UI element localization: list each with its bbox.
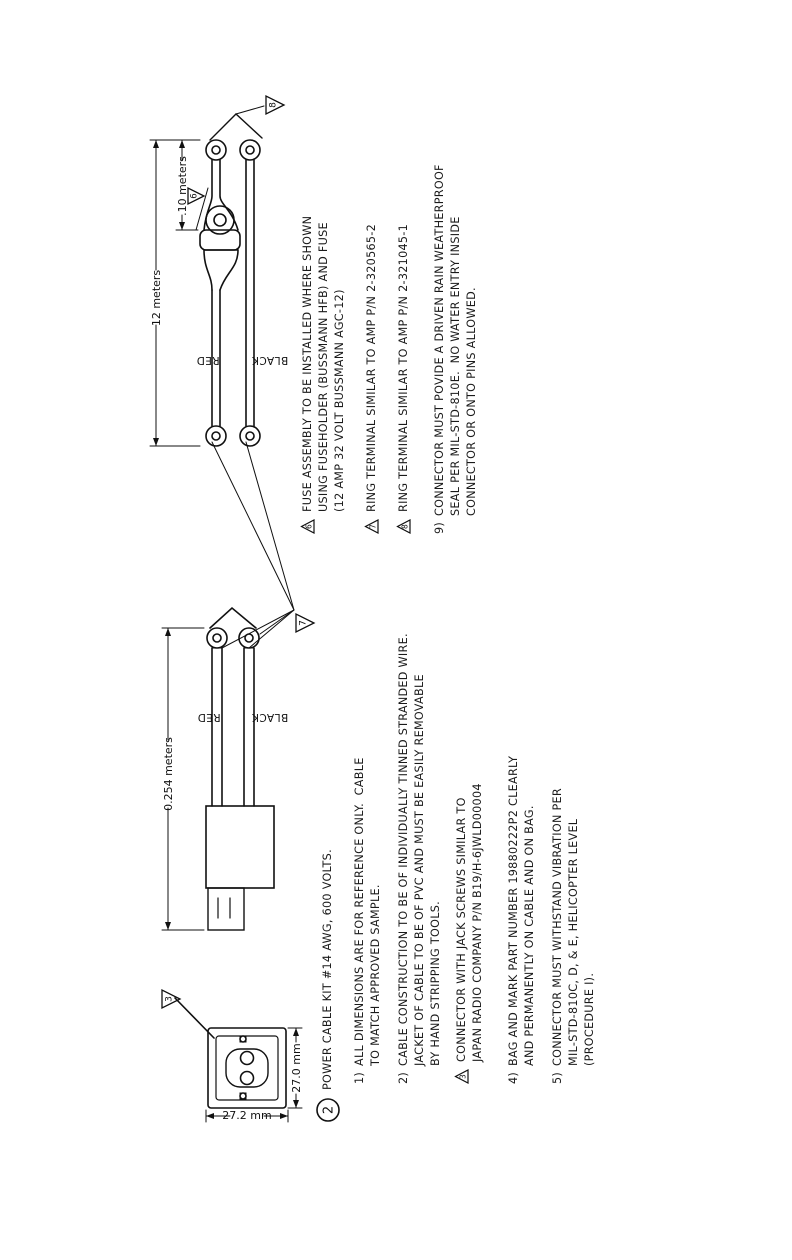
note-number: 9) [433, 521, 446, 534]
note-flag-3-icon: 3 [454, 1069, 469, 1084]
note-line: TO MATCH APPROVED SAMPLE. [369, 884, 382, 1066]
dimension-connector-width: 27.0 mm [287, 1027, 303, 1109]
fuse-holder [199, 159, 241, 291]
note-flag-7-icon: 7 [364, 519, 379, 534]
flag-7-label: 7 [299, 620, 309, 626]
dimension-fuse-offset: .10 meters [175, 139, 209, 231]
note-flag-6-icon: 6 [300, 519, 315, 534]
fuse-offset-label: .10 meters [176, 156, 189, 216]
flag-8-icon: 8 [265, 94, 286, 116]
note-line: JAPAN RADIO COMPANY P/N B19/H-6JWLD00004 [471, 783, 484, 1062]
note-line: BY HAND STRIPPING TOOLS. [429, 901, 442, 1066]
note-line: CONNECTOR WITH JACK SCREWS SIMILAR TO [455, 797, 468, 1062]
connector-face-view [174, 997, 287, 1109]
callout-number: 2 [322, 1106, 337, 1114]
flag-3-icon: 3 [161, 988, 182, 1010]
short-lead-black-label: BLACK [251, 711, 288, 723]
note-line: (PROCEDURE I). [583, 972, 596, 1066]
note-line: CONNECTOR MUST POVIDE A DRIVEN RAIN WEAT… [433, 164, 446, 516]
note-line: BAG AND MARK PART NUMBER 19880222P2 CLEA… [507, 755, 520, 1066]
drawing-title: POWER CABLE KIT #14 AWG, 600 VOLTS. [320, 849, 336, 1090]
callout-circle-icon: 2 [316, 1098, 340, 1122]
long-lead-black-label: BLACK [251, 354, 288, 366]
flag-8-label: 8 [269, 102, 279, 108]
svg-text:6: 6 [305, 524, 314, 529]
flag-7-icon: 7 [295, 612, 316, 634]
short-lead-length-label: 0.254 meters [162, 737, 175, 811]
note-number: 5) [551, 1071, 564, 1084]
connector-side-view [205, 805, 275, 931]
note-line: USING FUSEHOLDER (BUSSMANN HFB) AND FUSE [317, 222, 330, 512]
note-line: AND PERMANENTLY ON CABLE AND ON BAG. [523, 805, 536, 1066]
dimension-short-lead: 0.254 meters [161, 627, 205, 931]
short-lead-wires: RED BLACK [197, 606, 288, 807]
note-line: CONNECTOR MUST WITHSTAND VIBRATION PER [551, 788, 564, 1066]
flag-3-label: 3 [165, 996, 175, 1002]
note-line: FUSE ASSEMBLY TO BE INSTALLED WHERE SHOW… [301, 215, 314, 512]
long-lead-red-label: RED [196, 354, 219, 366]
short-lead-red-label: RED [197, 711, 220, 723]
connector-width-label: 27.0 mm [290, 1043, 303, 1092]
dimension-connector-height: 27.2 mm [205, 1109, 289, 1123]
svg-text:3: 3 [459, 1074, 468, 1079]
note-line: SEAL PER MIL-STD-810E. NO WATER ENTRY IN… [449, 216, 462, 516]
note-line: CABLE CONSTRUCTION TO BE OF INDIVIDUALLY… [397, 633, 410, 1066]
long-lead-assembly: RED BLACK [196, 105, 288, 447]
note-line: (12 AMP 32 VOLT BUSSMANN AGC-12) [333, 289, 346, 512]
dimension-long-lead: 12 meters [149, 139, 201, 447]
flag-6-icon: 6 [187, 186, 206, 206]
note-number: 4) [507, 1071, 520, 1084]
note-line: RING TERMINAL SIMILAR TO AMP P/N 2-32104… [397, 223, 410, 512]
title-text: POWER CABLE KIT #14 AWG, 600 VOLTS. [321, 849, 334, 1090]
note-line: JACKET OF CABLE TO BE OF PVC AND MUST BE… [413, 674, 426, 1066]
note-line: CONNECTOR OR ONTO PINS ALLOWED. [465, 287, 478, 516]
svg-text:8: 8 [401, 524, 410, 529]
svg-text:7: 7 [369, 524, 378, 529]
note-flag-8-icon: 8 [396, 519, 411, 534]
note-line: RING TERMINAL SIMILAR TO AMP P/N 2-32056… [365, 223, 378, 512]
long-lead-length-label: 12 meters [150, 270, 163, 327]
ring-terminal-leaders [211, 441, 295, 649]
note-line: ALL DIMENSIONS ARE FOR REFERENCE ONLY. C… [353, 757, 366, 1066]
note-number: 2) [397, 1071, 410, 1084]
flag-6-label: 6 [190, 193, 200, 198]
note-line: MIL-STD-810C, D, & E, HELICOPTER LEVEL [567, 818, 580, 1066]
note-number: 1) [353, 1071, 366, 1084]
connector-height-label: 27.2 mm [222, 1109, 271, 1122]
